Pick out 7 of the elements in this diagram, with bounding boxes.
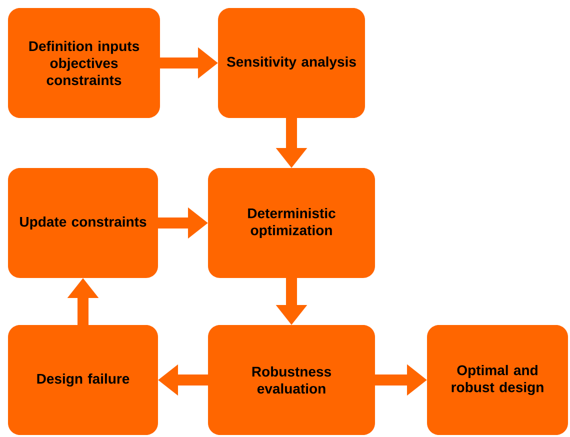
process-box: Update constraints	[8, 168, 158, 278]
process-box: Design failure	[8, 325, 158, 435]
process-box: Sensitivity analysis	[218, 8, 365, 118]
process-box: Optimal and robust design	[427, 325, 568, 435]
process-box: Definition inputs objectives constraints	[8, 8, 160, 118]
process-box: Deterministic optimization	[208, 168, 375, 278]
process-box: Robustness evaluation	[208, 325, 375, 435]
